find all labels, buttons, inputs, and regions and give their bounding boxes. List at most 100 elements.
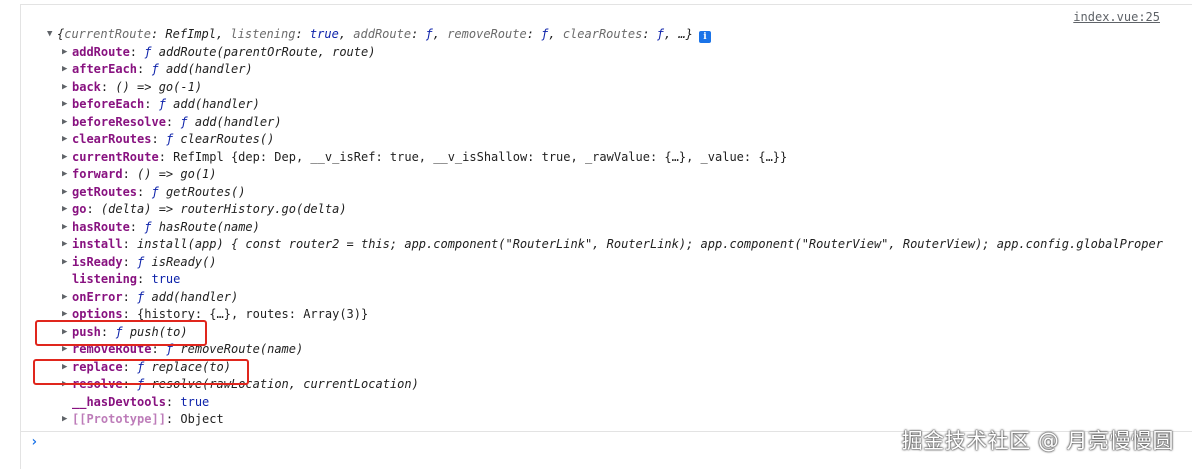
prompt-divider (20, 431, 1192, 432)
function-symbol: ƒ (137, 289, 145, 304)
property-row-addRoute[interactable]: ▶addRoute: ƒ addRoute(parentOrRoute, rou… (0, 44, 1192, 62)
property-row-options[interactable]: ▶options: {history: {…}, routes: Array(3… (0, 306, 1192, 324)
info-icon[interactable]: i (698, 31, 711, 43)
summary-key: addRoute (353, 27, 412, 41)
property-value: install(app) { const router2 = this; app… (137, 237, 1163, 251)
summary-value: ƒ (656, 27, 664, 41)
summary-key: removeRoute (447, 27, 527, 41)
property-key: clearRoutes (72, 132, 152, 146)
property-key: go (72, 202, 87, 216)
property-value: () => go(1) (137, 167, 217, 181)
property-value: true (180, 394, 210, 409)
expand-triangle-icon[interactable]: ▶ (62, 46, 68, 57)
property-row-forward[interactable]: ▶ forward: () => go(1) (0, 166, 1192, 184)
property-colon: : (122, 289, 138, 304)
property-colon: : (151, 342, 166, 356)
property-row-back[interactable]: ▶back: () => go(-1) (0, 79, 1192, 97)
property-value: getRoutes() (165, 184, 246, 199)
property-value: (delta) => routerHistory.go(delta) (100, 202, 347, 216)
expand-triangle-icon[interactable]: ▶ (62, 256, 68, 267)
property-colon: : (151, 132, 166, 146)
push-highlight-box (35, 320, 207, 346)
property-row-replace[interactable]: ▶replace: ƒ replace(to) (0, 359, 1192, 377)
expanded-triangle-icon[interactable]: ▼ (47, 29, 53, 39)
property-value: resolve(rawLocation, currentLocation) (151, 377, 419, 391)
expand-triangle-icon[interactable]: ▶ (62, 414, 68, 424)
expand-triangle-icon[interactable]: ▶ (62, 221, 68, 232)
property-value: removeRoute(name) (180, 342, 304, 356)
property-colon: : (129, 44, 145, 59)
expand-triangle-icon[interactable]: ▶ (62, 204, 68, 214)
property-key: onError (72, 289, 123, 304)
property-colon: : (137, 62, 152, 76)
property-key: forward (72, 167, 123, 181)
property-value: add(handler) (194, 114, 282, 129)
property-colon: : (158, 149, 174, 164)
property-row-isReady[interactable]: ▶isReady: ƒ isReady() (0, 254, 1192, 272)
property-key: install (72, 237, 123, 251)
property-row-clearRoutes[interactable]: ▶clearRoutes: ƒ clearRoutes() (0, 131, 1192, 149)
property-value: hasRoute(name) (158, 219, 260, 234)
property-colon: : (137, 184, 152, 199)
console-left-border (20, 4, 21, 469)
property-colon: : (165, 412, 181, 426)
expand-triangle-icon[interactable]: ▶ (62, 239, 68, 249)
expand-triangle-icon[interactable]: ▶ (62, 134, 68, 144)
property-key: [[Prototype]] (72, 412, 166, 426)
object-summary: {currentRoute: RefImpl, listening: true,… (57, 27, 693, 41)
summary-colon: : (295, 27, 310, 41)
function-symbol: ƒ (158, 97, 166, 111)
expand-triangle-icon[interactable]: ▶ (62, 309, 68, 319)
property-colon: : (122, 167, 138, 181)
property-value: () => go(-1) (115, 79, 203, 94)
property-colon: : (165, 114, 181, 129)
property-key: getRoutes (72, 184, 138, 199)
summary-comma: , (338, 27, 354, 41)
property-row-go[interactable]: ▶ go: (delta) => routerHistory.go(delta) (0, 201, 1192, 219)
property-colon: : (122, 359, 138, 374)
property-value: isReady() (151, 254, 217, 269)
property-colon: : (122, 307, 138, 321)
expand-triangle-icon[interactable]: ▶ (62, 99, 68, 109)
expand-triangle-icon[interactable]: ▶ (62, 81, 68, 92)
expand-triangle-icon[interactable]: ▶ (62, 326, 68, 337)
property-row-beforeResolve[interactable]: ▶beforeResolve: ƒ add(handler) (0, 114, 1192, 132)
expand-triangle-icon[interactable]: ▶ (62, 344, 68, 354)
summary-key: listening (230, 27, 296, 41)
property-value: push(to) (129, 324, 188, 339)
function-symbol: ƒ (180, 114, 188, 129)
property-colon: : (129, 219, 145, 234)
property-row-push[interactable]: ▶push: ƒ push(to) (0, 324, 1192, 342)
property-row-onError[interactable]: ▶onError: ƒ add(handler) (0, 289, 1192, 307)
replace-highlight-box (33, 359, 249, 385)
property-value: true (151, 272, 181, 286)
property-row-currentRoute[interactable]: ▶currentRoute: RefImpl {dep: Dep, __v_is… (0, 149, 1192, 167)
summary-value: ƒ (425, 27, 433, 41)
expand-triangle-icon[interactable]: ▶ (62, 64, 68, 74)
summary-comma: , (432, 27, 448, 41)
property-value: add(handler) (173, 97, 260, 111)
expand-triangle-icon[interactable]: ▶ (62, 151, 68, 162)
property-row-afterEach[interactable]: ▶afterEach: ƒ add(handler) (0, 61, 1192, 79)
expand-triangle-icon[interactable]: ▶ (62, 116, 68, 127)
property-row-Prototype[interactable]: ▶[[Prototype]]: Object (0, 411, 1192, 429)
expand-triangle-icon[interactable]: ▶ (62, 186, 68, 197)
expand-triangle-icon[interactable]: ▶ (62, 169, 68, 179)
summary-key: currentRoute (64, 27, 151, 41)
expand-triangle-icon[interactable]: ▶ (62, 361, 68, 372)
property-row-hasRoute[interactable]: ▶hasRoute: ƒ hasRoute(name) (0, 219, 1192, 237)
summary-value: ƒ (541, 27, 549, 41)
property-key: currentRoute (72, 149, 159, 164)
expand-triangle-icon[interactable]: ▶ (62, 291, 68, 302)
source-location-link[interactable]: index.vue:25 (1073, 10, 1160, 24)
property-list: ▶addRoute: ƒ addRoute(parentOrRoute, rou… (0, 44, 1192, 429)
property-colon: : (144, 97, 159, 111)
property-key: beforeEach (72, 97, 145, 111)
summary-comma: , (548, 27, 563, 41)
property-row-beforeEach[interactable]: ▶ beforeEach: ƒ add(handler) (0, 96, 1192, 114)
object-summary-row[interactable]: ▼ {currentRoute: RefImpl, listening: true… (0, 26, 1192, 44)
property-colon: : (86, 202, 101, 216)
function-symbol: ƒ (144, 44, 152, 59)
property-row-getRoutes[interactable]: ▶getRoutes: ƒ getRoutes() (0, 184, 1192, 202)
property-row-install[interactable]: ▶install: install(app) { const router2 =… (0, 236, 1192, 254)
